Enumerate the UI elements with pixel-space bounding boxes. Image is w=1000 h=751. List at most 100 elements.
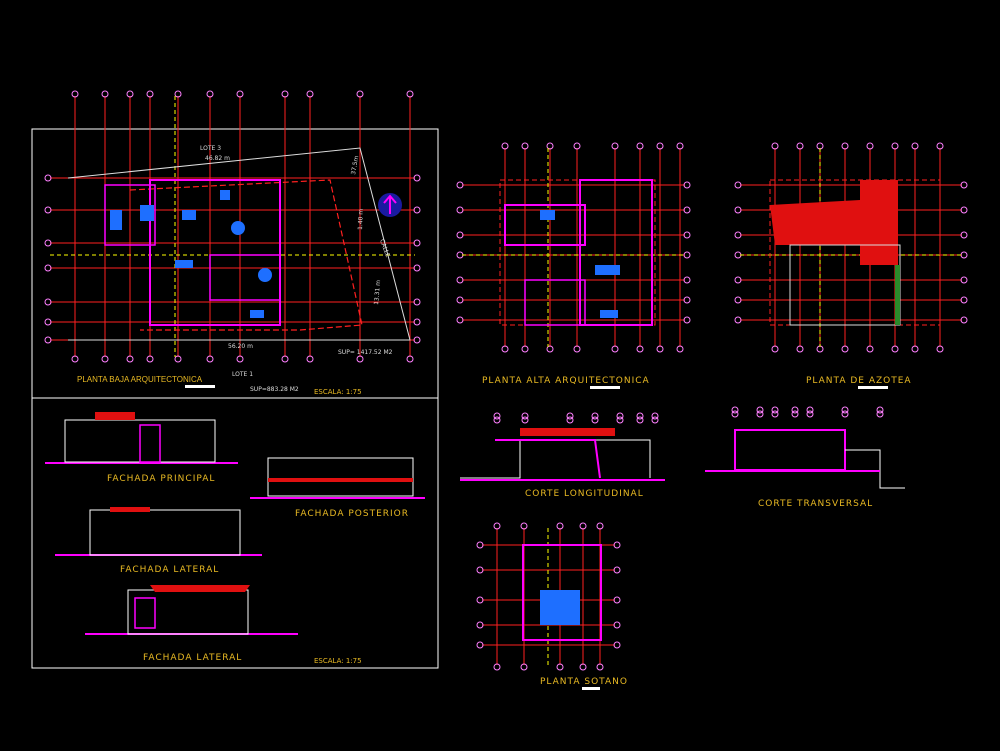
grid-bubble <box>771 345 779 353</box>
grid-bubble <box>206 90 214 98</box>
grid-bubble <box>771 142 779 150</box>
grid-bubble <box>456 231 464 239</box>
grid-bubble <box>413 336 421 344</box>
grid-bubble <box>546 142 554 150</box>
grid-bubble <box>876 406 884 414</box>
grid-bubble <box>960 181 968 189</box>
grid-bubble <box>44 264 52 272</box>
grid-bubble <box>236 355 244 363</box>
grid-bubble <box>413 239 421 247</box>
grid-bubble <box>791 410 799 418</box>
grid-bubble <box>44 298 52 306</box>
corte-transversal: CORTE TRANSVERSAL <box>705 429 905 509</box>
grid-bubble <box>960 231 968 239</box>
grid-bubble <box>236 90 244 98</box>
grid-bubble <box>493 522 501 530</box>
grid-bubble <box>456 276 464 284</box>
grid-bubble <box>566 412 574 420</box>
grid-bubble <box>356 90 364 98</box>
grid-bubble <box>616 416 624 424</box>
grid-bubble <box>734 231 742 239</box>
grid-bubble <box>44 239 52 247</box>
dim-top: 46.82 m <box>205 155 230 162</box>
fachada-lateral-2-title: FACHADA LATERAL <box>143 653 242 663</box>
grid-bubble <box>734 206 742 214</box>
grid-bubble <box>936 345 944 353</box>
grid-bubble <box>636 416 644 424</box>
grid-bubble <box>731 406 739 414</box>
grid-bubble <box>911 142 919 150</box>
grid-bubble <box>613 541 621 549</box>
grid-bubble <box>493 412 501 420</box>
grid-bubble <box>456 206 464 214</box>
dim-bottom: 56.20 m <box>228 343 253 350</box>
grid-bubble <box>611 142 619 150</box>
grid-bubble <box>71 355 79 363</box>
scale-label: ESCALA: 1:75 <box>314 388 362 396</box>
grid-bubble <box>796 142 804 150</box>
grid-bubble <box>960 316 968 324</box>
grid-bubble <box>101 355 109 363</box>
grid-bubble <box>683 181 691 189</box>
grid-bubble <box>841 410 849 418</box>
grid-bubble <box>146 355 154 363</box>
grid-bubble <box>413 298 421 306</box>
fachadas-scale: ESCALA: 1:75 <box>314 657 362 665</box>
grid-bubble <box>656 345 664 353</box>
grid-bubble <box>651 412 659 420</box>
grid-bubble <box>683 296 691 304</box>
grid-bubble <box>413 174 421 182</box>
planta-alta-plan: PLANTA ALTA ARQUITECTONICA <box>482 179 656 389</box>
grid-bubble <box>493 416 501 424</box>
grid-bubble <box>891 345 899 353</box>
grid-bubble <box>960 206 968 214</box>
grid-bubble <box>591 416 599 424</box>
grid-bubble <box>734 276 742 284</box>
grid-bubble <box>683 316 691 324</box>
grid-bubble <box>413 264 421 272</box>
grid-bubble <box>676 345 684 353</box>
grid-bubble <box>406 90 414 98</box>
grid-bubble <box>656 142 664 150</box>
grid-bubble <box>126 90 134 98</box>
grid-bubble <box>731 410 739 418</box>
grid-bubble <box>521 345 529 353</box>
grid-bubble <box>573 345 581 353</box>
corte-transversal-title: CORTE TRANSVERSAL <box>758 499 873 509</box>
grid-bubble <box>413 206 421 214</box>
azotea-title: PLANTA DE AZOTEA <box>806 376 912 386</box>
grid-bubble <box>683 251 691 259</box>
grid-bubble <box>756 410 764 418</box>
grid-bubble <box>936 142 944 150</box>
grid-bubble <box>596 522 604 530</box>
grid-bubble <box>734 296 742 304</box>
grid-bubble <box>841 142 849 150</box>
grid-bubble <box>356 355 364 363</box>
grid-bubble <box>791 406 799 414</box>
grid-bubble <box>636 412 644 420</box>
grid-bubble <box>683 276 691 284</box>
sup-lote: SUP=883.28 M2 <box>250 386 299 393</box>
grid-bubble <box>520 522 528 530</box>
grid-bubble <box>734 316 742 324</box>
sotano-title: PLANTA SOTANO <box>540 677 628 687</box>
grid-bubble <box>44 336 52 344</box>
lote3-label: LOTE 3 <box>200 145 221 152</box>
grid-bubble <box>806 406 814 414</box>
grid-bubble <box>841 406 849 414</box>
lote1-label: LOTE 1 <box>232 371 253 378</box>
grid-bubble <box>566 416 574 424</box>
grid-bubble <box>413 318 421 326</box>
grid-bubble <box>174 90 182 98</box>
grid-bubble <box>651 416 659 424</box>
grid-bubble <box>866 142 874 150</box>
grid-bubble <box>756 406 764 414</box>
grid-bubble <box>71 90 79 98</box>
grid-bubble <box>44 174 52 182</box>
grid-bubble <box>476 541 484 549</box>
corte-longitudinal: CORTE LONGITUDINAL <box>460 428 665 499</box>
grid-bubble <box>891 142 899 150</box>
grid-bubble <box>960 296 968 304</box>
